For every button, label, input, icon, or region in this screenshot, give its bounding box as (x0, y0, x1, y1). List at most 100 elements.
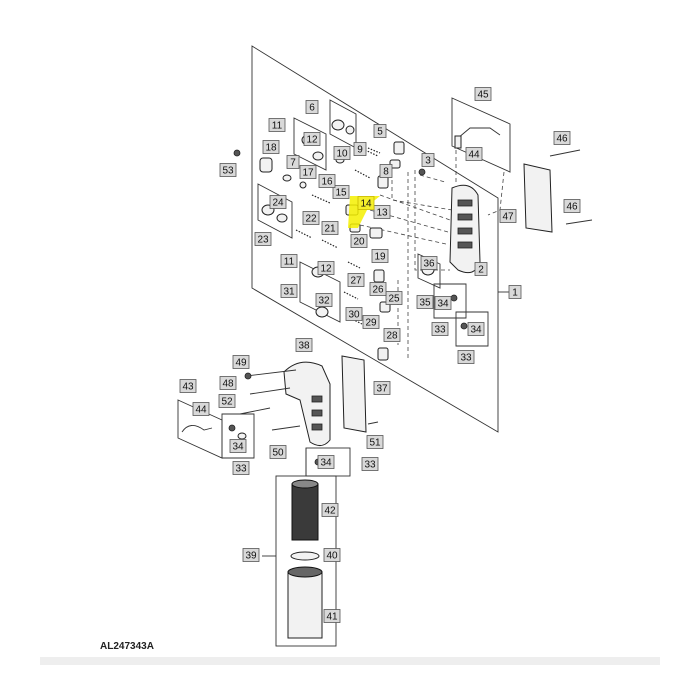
callout-box (305, 100, 319, 114)
sub-assembly-box-11b (299, 261, 341, 323)
callout-number: 19 (374, 252, 386, 263)
callout-number: 34 (232, 442, 244, 453)
callout-box (499, 209, 517, 223)
callout-7: 7 (286, 155, 300, 169)
callout-number: 32 (318, 296, 330, 307)
callout-number: 44 (195, 405, 207, 416)
callout-50: 50 (269, 445, 287, 459)
callout-box (321, 221, 339, 235)
callout-number: 39 (245, 551, 257, 562)
callout-labels: 1235678910111112121314151617181920212223… (179, 87, 581, 623)
callout-number: 35 (419, 298, 431, 309)
callout-number: 31 (283, 287, 295, 298)
callout-number: 44 (468, 150, 480, 161)
callout-box (262, 140, 280, 154)
callout-box (302, 211, 320, 225)
callout-number: 48 (222, 379, 234, 390)
callout-box (315, 293, 333, 307)
callout-box (385, 291, 403, 305)
highlight-band-14 (348, 196, 380, 228)
callout-number: 37 (376, 384, 388, 395)
callout-box (366, 435, 384, 449)
callout-21: 21 (321, 221, 339, 235)
callout-box (232, 355, 250, 369)
callout-number: 16 (321, 177, 333, 188)
callout-number: 12 (320, 264, 332, 275)
callout-box (465, 147, 483, 161)
callout-6: 6 (305, 100, 319, 114)
callout-46: 46 (563, 199, 581, 213)
callout-29: 29 (362, 315, 380, 329)
callout-number: 45 (477, 90, 489, 101)
callout-box (333, 146, 351, 160)
callout-number: 13 (376, 208, 388, 219)
callout-box (269, 445, 287, 459)
callout-number: 22 (305, 214, 317, 225)
callout-number: 9 (357, 145, 363, 156)
callout-number: 20 (353, 237, 365, 248)
callout-53: 53 (219, 163, 237, 177)
callout-box (457, 350, 475, 364)
callout-box (362, 315, 380, 329)
callout-number: 7 (290, 158, 296, 169)
figure-code: AL247343A (100, 641, 154, 652)
callout-box (303, 132, 321, 146)
callout-27: 27 (347, 273, 365, 287)
callout-box (563, 199, 581, 213)
callout-number: 10 (336, 149, 348, 160)
o-ring-part (290, 551, 320, 561)
callout-number: 47 (502, 212, 514, 223)
callout-number: 23 (257, 235, 269, 246)
callout-16: 16 (318, 174, 336, 188)
callout-12: 12 (317, 261, 335, 275)
callout-number: 2 (478, 265, 484, 276)
callout-number: 34 (320, 458, 332, 469)
callout-44: 44 (192, 402, 210, 416)
callout-number: 42 (324, 506, 336, 517)
callout-46: 46 (553, 131, 571, 145)
callout-9: 9 (353, 142, 367, 156)
callout-10: 10 (333, 146, 351, 160)
callout-box (508, 285, 522, 299)
callout-24: 24 (269, 195, 287, 209)
callout-box (353, 142, 367, 156)
sub-assembly-box-34b (455, 311, 489, 347)
callout-number: 41 (326, 612, 338, 623)
callout-28: 28 (383, 328, 401, 342)
callout-43: 43 (179, 379, 197, 393)
callout-34: 34 (467, 322, 485, 336)
callout-number: 5 (377, 127, 383, 138)
callout-box (299, 165, 317, 179)
callout-number: 17 (302, 168, 314, 179)
valve-body-part (449, 184, 481, 274)
callout-11: 11 (268, 118, 286, 132)
callout-number: 21 (324, 224, 336, 235)
callout-number: 33 (364, 460, 376, 471)
callout-38: 38 (295, 338, 313, 352)
callout-40: 40 (323, 548, 341, 562)
callout-box (192, 402, 210, 416)
callout-box (379, 164, 393, 178)
callout-number: 11 (272, 121, 283, 132)
valve-body-panel (251, 45, 499, 433)
callout-box (357, 196, 375, 210)
callout-37: 37 (373, 381, 391, 395)
callout-number: 36 (423, 259, 435, 270)
callout-36: 36 (420, 256, 438, 270)
callout-number: 1 (512, 288, 518, 299)
callout-51: 51 (366, 435, 384, 449)
callout-39: 39 (242, 548, 260, 562)
callout-number: 53 (222, 166, 234, 177)
callout-47: 47 (499, 209, 517, 223)
callout-number: 40 (326, 551, 338, 562)
callout-number: 49 (235, 358, 247, 369)
callout-48: 48 (219, 376, 237, 390)
sub-assembly-box-45 (451, 97, 511, 173)
callout-2: 2 (474, 262, 488, 276)
callout-45: 45 (474, 87, 492, 101)
callout-number: 29 (365, 318, 377, 329)
footer-bar (40, 657, 660, 665)
callout-box (295, 338, 313, 352)
callout-box (179, 379, 197, 393)
callout-box (347, 273, 365, 287)
